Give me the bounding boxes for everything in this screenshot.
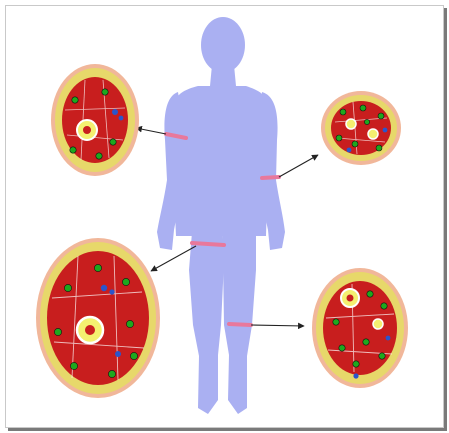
torso — [173, 86, 268, 236]
cross-section-thigh — [36, 238, 160, 398]
neck — [210, 65, 236, 86]
head — [201, 17, 245, 73]
upper-arm-arrow — [136, 128, 166, 134]
lower-leg-cut-marker — [229, 324, 251, 325]
human-body-silhouette — [157, 17, 285, 414]
thigh-cut-marker — [192, 243, 224, 245]
cross-section-lower-leg — [312, 268, 408, 388]
ulna-bone — [368, 129, 378, 139]
radius-bone — [346, 119, 356, 129]
fibula-bone — [373, 319, 383, 329]
forearm-cut-marker — [262, 177, 279, 178]
cross-section-forearm — [321, 91, 401, 165]
lower-leg-arrow — [251, 325, 304, 326]
forearm-arrow — [279, 155, 318, 177]
cross-section-upper-arm — [51, 64, 139, 176]
left-leg — [189, 232, 224, 414]
